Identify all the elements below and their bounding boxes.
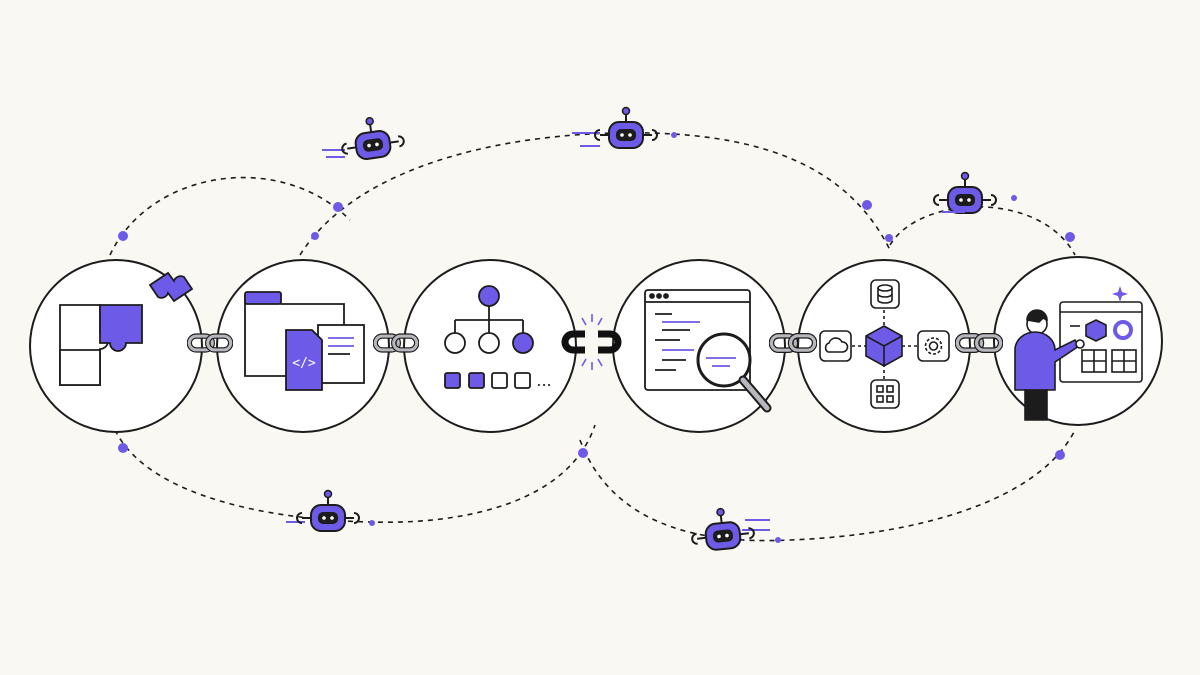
orbit-path-bottom-left — [114, 424, 596, 524]
path-dot — [118, 231, 128, 241]
code-glyph-text: </> — [292, 356, 316, 371]
code-window-magnifier-icon — [644, 289, 772, 413]
stage-services — [797, 259, 971, 433]
tree-hierarchy-icon: ... — [444, 285, 552, 390]
robots — [286, 106, 997, 554]
path-dot — [862, 200, 872, 210]
broken-chain-link-icon — [561, 314, 622, 370]
ellipsis-text: ... — [536, 371, 551, 390]
path-dot — [885, 234, 893, 242]
orbit-path-top-right — [889, 206, 1076, 256]
cube-service-hub-icon — [819, 279, 950, 409]
path-dot — [333, 202, 343, 212]
stage-inspect — [612, 259, 786, 433]
path-dot — [1011, 195, 1017, 201]
path-dot — [311, 232, 319, 240]
folder-code-file-icon: </> — [244, 291, 365, 391]
path-dot — [671, 132, 677, 138]
robot-drone-icon — [572, 106, 658, 149]
stage-presenter — [993, 256, 1163, 426]
path-dot — [1055, 450, 1065, 460]
robot-drone-icon — [322, 112, 407, 164]
orbit-path-bottom-right — [579, 429, 1076, 542]
robot-drone-icon — [933, 171, 997, 214]
chain-links — [189, 314, 1000, 370]
robot-drone-icon — [688, 504, 770, 554]
path-dot — [775, 537, 781, 543]
path-dots — [118, 132, 1075, 543]
person-presenting-dashboard-icon — [1014, 286, 1143, 421]
path-dot — [1065, 232, 1075, 242]
stage-puzzle — [29, 259, 203, 433]
stage-hierarchy: ... — [403, 259, 577, 433]
stage-circles: </> ... — [29, 256, 1163, 433]
robot-drone-icon — [286, 489, 360, 532]
puzzle-pieces-icon — [59, 271, 194, 386]
orbit-path-top-left — [109, 176, 351, 256]
stage-files: </> — [216, 259, 390, 433]
orbit-path-top-center — [299, 131, 891, 256]
path-dot — [118, 443, 128, 453]
path-dot — [369, 520, 375, 526]
path-dot — [578, 448, 588, 458]
